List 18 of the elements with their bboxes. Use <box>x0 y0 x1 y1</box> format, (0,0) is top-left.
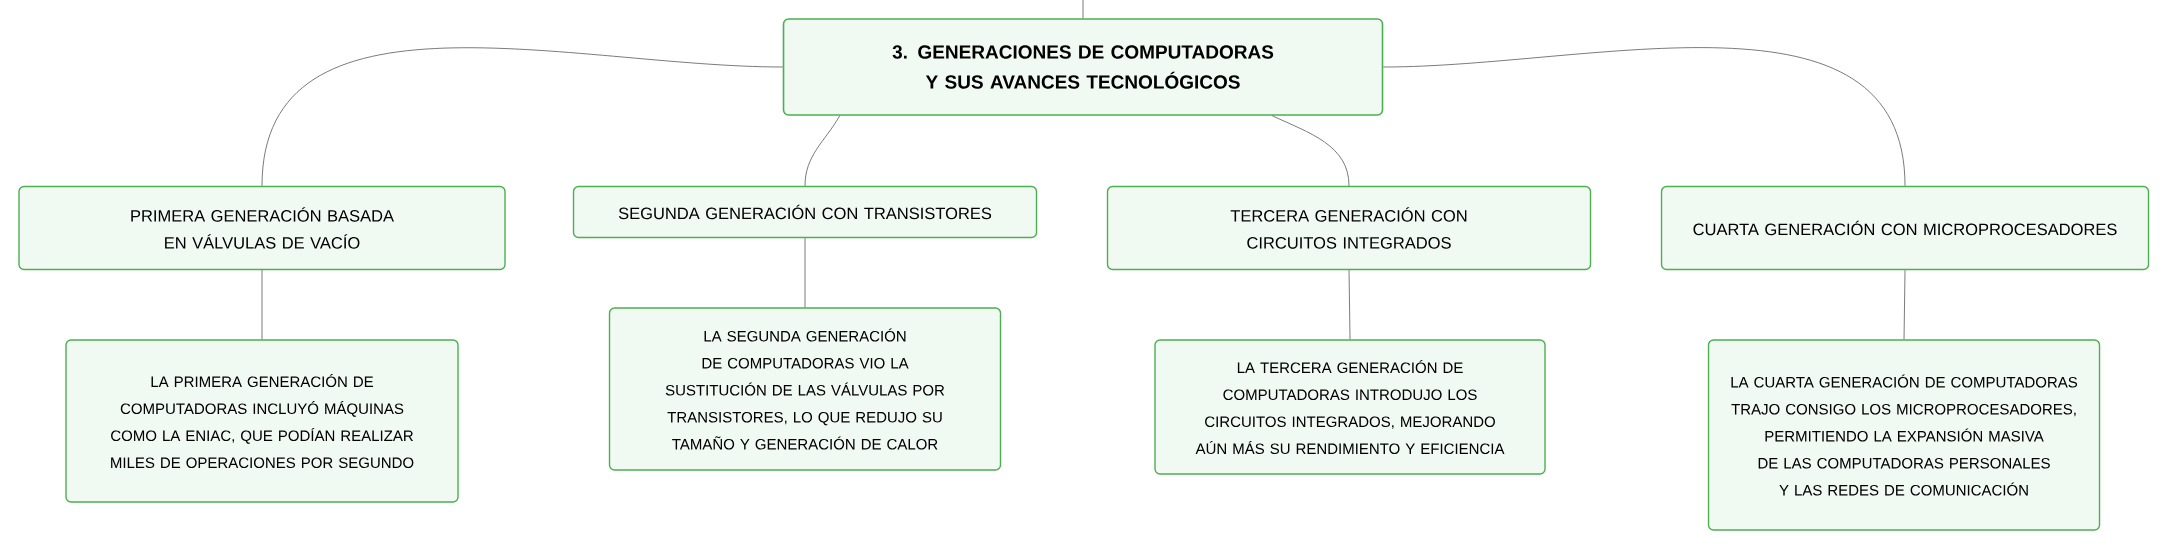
description-box: LA SEGUNDA GENERACIÓN DE COMPUTADORAS VIO LA SUSTITUCIÓN DE LAS VÁLVULAS POR TRANSISTORES, LO QUE REDUJO SU TAMAÑO Y GENERACIÓN DE CALOR <box>608 307 1002 471</box>
connector-line <box>1271 115 1350 187</box>
connector-line <box>261 47 784 187</box>
central-topic-box: 3. GENERACIONES DE COMPUTADORAS Y SUS AVANCES TECNOLÓGICOS <box>782 18 1384 116</box>
connector-line <box>1348 269 1351 340</box>
topic-box: CUARTA GENERACIÓN CON MICROPROCESADORES <box>1660 185 2150 271</box>
topic-box: TERCERA GENERACIÓN CON CIRCUITOS INTEGRADOS <box>1106 185 1592 271</box>
connector-line <box>1382 47 1906 187</box>
description-box: LA TERCERA GENERACIÓN DE COMPUTADORAS INTRODUJO LOS CIRCUITOS INTEGRADOS, MEJORANDO AÚN MÁS SU RENDIMIENTO Y EFICIENCIA <box>1154 339 1546 475</box>
connector-line <box>804 115 841 187</box>
topic-box: PRIMERA GENERACIÓN BASADA EN VÁLVULAS DE VACÍO <box>18 185 506 271</box>
connector-line <box>1082 0 1084 19</box>
description-box: LA PRIMERA GENERACIÓN DE COMPUTADORAS INCLUYÓ MÁQUINAS COMO LA ENIAC, QUE PODÍAN REALIZAR MILES DE OPERACIONES POR SEGUNDO <box>65 339 459 503</box>
connector-line <box>1903 269 1906 340</box>
connector-line <box>804 237 806 308</box>
connector-line <box>261 269 263 340</box>
description-box: LA CUARTA GENERACIÓN DE COMPUTADORAS TRAJO CONSIGO LOS MICROPROCESADORES, PERMITIENDO LA EXPANSIÓN MASIVA DE LAS COMPUTADORAS PERSONALES Y LAS REDES DE COMUNICACIÓN <box>1707 339 2101 531</box>
topic-box: SEGUNDA GENERACIÓN CON TRANSISTORES <box>572 185 1038 239</box>
